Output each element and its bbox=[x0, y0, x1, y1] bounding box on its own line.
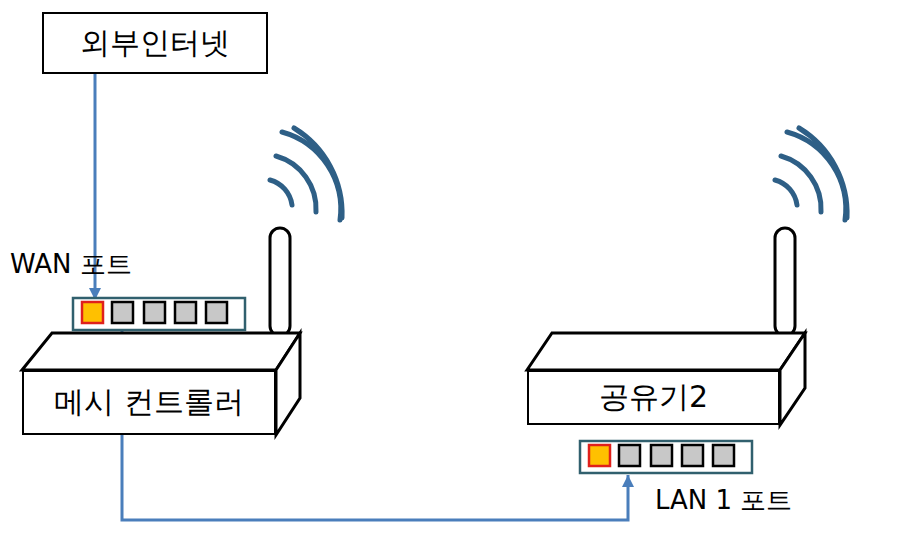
port bbox=[651, 445, 672, 466]
wan-port bbox=[82, 302, 103, 323]
lan-port bbox=[112, 302, 133, 323]
antenna bbox=[775, 228, 795, 336]
box-side bbox=[276, 333, 300, 435]
node-label: 외부인터넷 bbox=[80, 23, 230, 64]
box-side bbox=[780, 333, 805, 425]
port-label: WAN 포트 bbox=[10, 247, 132, 282]
lan-port bbox=[175, 302, 196, 323]
box-top bbox=[527, 333, 805, 370]
lan-port bbox=[206, 302, 227, 323]
internet-box: 외부인터넷 bbox=[42, 12, 268, 74]
port-strip bbox=[73, 298, 245, 330]
port bbox=[682, 445, 703, 466]
port bbox=[619, 445, 640, 466]
router2-body bbox=[527, 228, 805, 425]
router-box: 공유기2 bbox=[527, 370, 780, 425]
mesh-controller-box: 메시 컨트롤러 bbox=[22, 370, 276, 435]
antenna bbox=[270, 228, 290, 336]
port-strip bbox=[580, 441, 752, 473]
wifi-waves bbox=[270, 128, 847, 220]
node-label: 공유기2 bbox=[599, 377, 708, 418]
node-label: 메시 컨트롤러 bbox=[54, 382, 244, 423]
port-label: LAN 1 포트 bbox=[655, 483, 792, 518]
port bbox=[589, 445, 610, 466]
port bbox=[713, 445, 734, 466]
box-top bbox=[22, 333, 300, 370]
lan-port bbox=[144, 302, 165, 323]
